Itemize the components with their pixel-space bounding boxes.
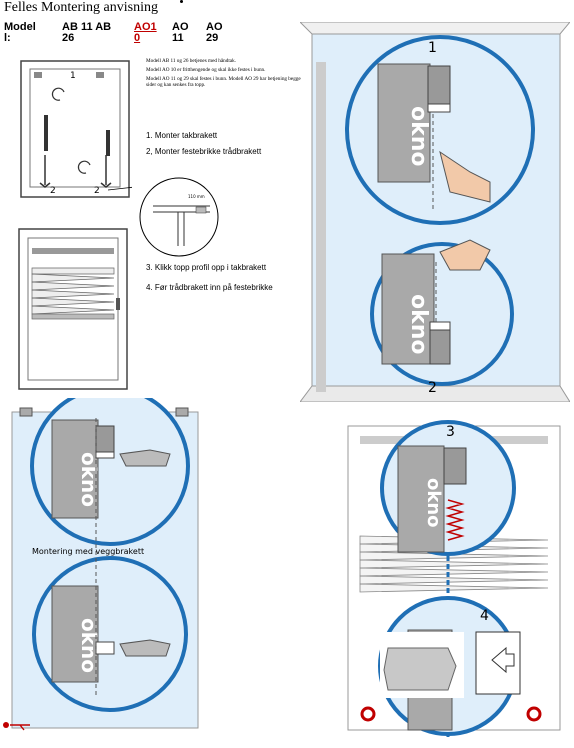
diagram-number-2b: 2: [94, 186, 100, 196]
screw-right: [100, 155, 112, 188]
wall-bracket-base-1: [95, 451, 115, 459]
profile-1: [377, 63, 431, 183]
window-handle: [116, 298, 120, 310]
bracket-2: [429, 329, 451, 365]
wall-mount-diagram: okno Montering med veggbrakett okno: [11, 398, 199, 729]
spring-icon: [445, 499, 465, 541]
bracket-2-base: [429, 321, 451, 331]
model-ao10: AO1 0: [134, 22, 157, 44]
page-title: Felles Montering anvisning: [4, 0, 158, 15]
step-2-text: 2, Monter festebrikke trådbrakett: [146, 147, 262, 156]
profile-2: [381, 253, 435, 365]
pleats: [31, 267, 115, 320]
bracket-1-base: [427, 103, 451, 113]
model-label: Model: [4, 21, 36, 33]
detail-circle: 110 mm: [139, 177, 219, 257]
top-bracket-right: [96, 72, 104, 78]
step-1-text: 1. Monter takbrakett: [146, 131, 218, 140]
arrow-left-icon: [491, 646, 515, 674]
model-notes: Modell AB 11 og 26 betjenes med håndtak.…: [146, 58, 306, 91]
frame-left-bar: [316, 62, 326, 392]
okno-label-2: okno: [406, 294, 431, 355]
wall-bracket-base-2: [95, 641, 115, 655]
callout-line: [107, 186, 132, 191]
wall-bracket-detail-1: [95, 425, 115, 453]
wall-profile-1: [51, 419, 99, 519]
model-label-2: l:: [4, 32, 11, 44]
bracket-1: [427, 65, 451, 105]
hand-drill-2: [439, 239, 491, 271]
big-number-1: 1: [428, 40, 437, 56]
step-3-text: 3. Klikk topp profil opp i takbrakett: [146, 263, 267, 272]
wall-bracket-right: [175, 407, 189, 417]
wall-okno-1: okno: [77, 452, 101, 507]
wall-drill-2: [119, 639, 171, 657]
model-ao11: AO 11: [172, 22, 189, 44]
note-3: Modell AO 11 og 29 skal festes i bunn. M…: [146, 76, 301, 88]
br-bracket-3: [443, 447, 467, 485]
br-profile-3: [397, 445, 445, 553]
model-ab: AB 11 AB 26: [62, 22, 111, 44]
rotate-arrow-icon: [51, 87, 65, 101]
detail-measure: 110 mm: [188, 194, 205, 199]
big-number-3: 3: [446, 424, 455, 440]
red-marker-icon: [3, 722, 30, 731]
model-ao29-bottom: 29: [206, 32, 219, 44]
note-2: Modell AO 10 er fritthengende og skal ik…: [146, 67, 266, 73]
screwdriver-left: [44, 115, 48, 151]
screwdriver-right: [106, 130, 110, 156]
br-okno-3: okno: [423, 478, 444, 528]
detail-circle-outline: [139, 177, 219, 257]
title-dot: [180, 0, 183, 3]
model-ao10-bottom: 0: [134, 32, 141, 44]
window-sash: [29, 68, 121, 188]
install-diagram-right: okno 1 okno 2: [300, 22, 570, 402]
model-ao11-top: AO: [172, 21, 189, 33]
rotate-arrow-icon-2: [77, 160, 91, 174]
screw-left: [39, 155, 51, 188]
top-bracket-left: [34, 72, 42, 78]
okno-label-1: okno: [406, 106, 431, 167]
circle-1-outline: [345, 35, 535, 225]
model-ao29: AO 29: [206, 22, 223, 44]
model-table: Model l: AB 11 AB 26 AO1 0 AO 11 AO 29: [4, 22, 234, 48]
model-ao29-top: AO: [206, 21, 223, 33]
model-ao11-bottom: 11: [172, 32, 184, 44]
top-profile: [32, 248, 114, 254]
window-diagram-bottom: [18, 228, 128, 390]
install-diagram-bottom-right: okno 3 4: [347, 420, 561, 738]
frame-top: [300, 22, 570, 35]
big-number-2: 2: [428, 380, 437, 396]
big-number-4: 4: [480, 608, 489, 624]
window-diagram-top: 1 2 2: [20, 60, 132, 198]
model-ab-top: AB 11 AB: [62, 21, 112, 33]
window-frame: [20, 60, 130, 198]
wall-bracket-left: [19, 407, 33, 417]
diagram-number-2a: 2: [50, 186, 56, 196]
hand-drill-1: [439, 150, 491, 203]
detail-bracket: [195, 206, 207, 214]
model-ao10-top: AO1: [134, 21, 157, 33]
wall-mount-label: Montering med veggbrakett: [32, 547, 144, 556]
diagram-number-1: 1: [70, 71, 76, 81]
circle-step-1: okno 1: [345, 35, 535, 225]
step-4-text: 4. Før trådbrakett inn på festebrikke: [146, 283, 273, 292]
red-ring-left-icon: [360, 706, 376, 722]
note-1: Modell AB 11 og 26 betjenes med håndtak.: [146, 58, 236, 64]
frame-bottom: [300, 385, 570, 402]
wall-profile-2: [51, 585, 99, 683]
wall-drill-1: [119, 449, 171, 467]
model-ab-bottom: 26: [62, 32, 75, 44]
model-label-col: Model l:: [4, 22, 36, 44]
red-ring-right-icon: [526, 706, 542, 722]
detail-corner: [153, 205, 210, 246]
circle-step-2: okno 2: [370, 239, 514, 396]
clip-part-icon: [383, 647, 457, 691]
